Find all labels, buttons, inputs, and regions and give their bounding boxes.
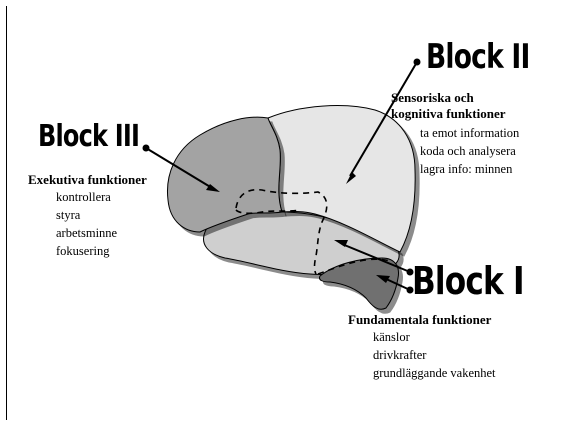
block-iii-item: arbetsminne <box>56 226 117 241</box>
block-ii-item: lagra info: minnen <box>420 162 512 177</box>
block-ii-heading-line2: kognitiva funktioner <box>391 106 506 121</box>
block-iii-title: Block III <box>38 122 139 152</box>
block-i-item: drivkrafter <box>373 348 426 363</box>
block-ii-heading-line1: Sensoriska och <box>391 90 474 105</box>
block-ii-item: ta emot information <box>420 126 519 141</box>
block-i-item: känslor <box>373 330 410 345</box>
block-ii-title: Block II <box>426 40 530 74</box>
block-ii-item: koda och analysera <box>420 144 516 159</box>
block-i-item: grundläggande vakenhet <box>373 366 496 381</box>
block-i-heading: Fundamentala funktioner <box>348 312 491 327</box>
block-iii-item: styra <box>56 208 80 223</box>
block-iii-item: kontrollera <box>56 190 111 205</box>
block-iii-item: fokusering <box>56 244 109 259</box>
block-i-title: Block I <box>412 262 524 300</box>
block-iii-heading: Exekutiva funktioner <box>28 172 147 187</box>
